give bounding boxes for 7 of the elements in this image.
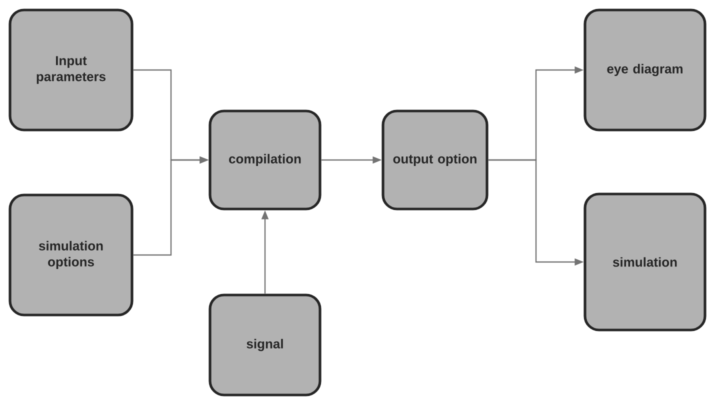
process-box: compilation xyxy=(208,110,322,210)
process-box: output option xyxy=(382,110,488,210)
process-box: simulation options xyxy=(8,194,134,316)
process-box: Input parameters xyxy=(8,8,134,132)
process-box: simulation xyxy=(584,192,706,332)
process-box: eye diagram xyxy=(584,8,706,132)
process-box: signal xyxy=(208,294,322,396)
